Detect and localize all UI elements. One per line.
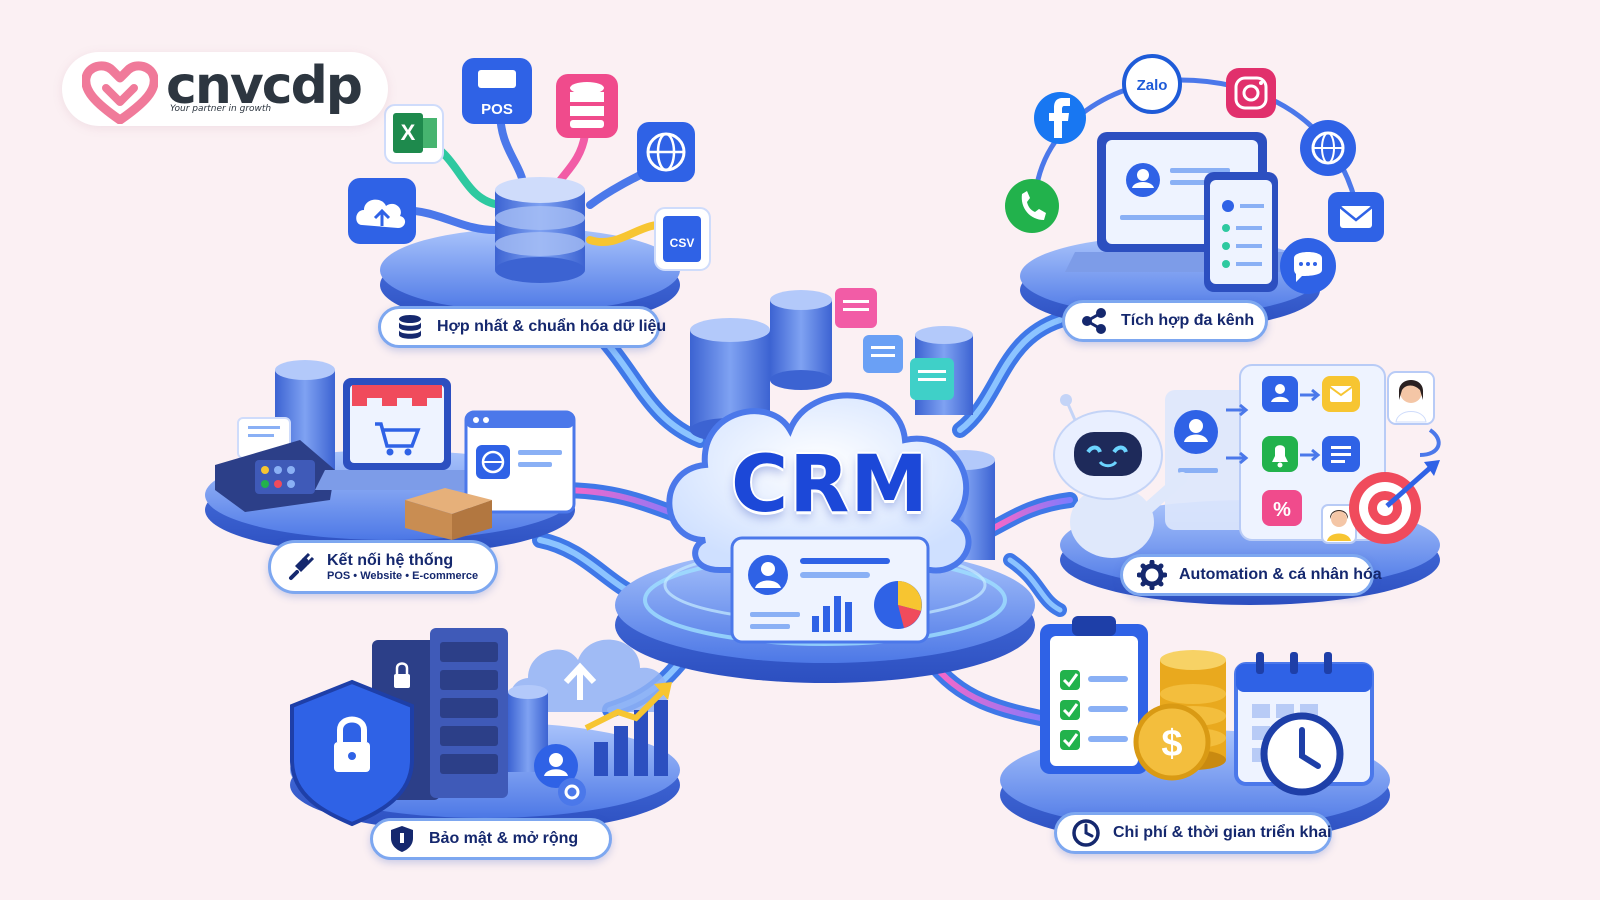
system-connection-text: Kết nối hệ thống <box>327 551 454 569</box>
pie-chart-icon <box>874 581 922 629</box>
target-icon <box>1349 460 1440 544</box>
pos-icon-label: POS <box>481 101 513 118</box>
omnichannel-text: Tích hợp đa kênh <box>1121 312 1255 329</box>
data-unification-module: X POS CSV <box>348 58 711 327</box>
brand-name: cnvcdp <box>166 56 363 116</box>
heart-logo-icon <box>82 61 158 124</box>
database-icon <box>399 315 421 339</box>
system-connection-label: Kết nối hệ thống POS • Website • E-comme… <box>268 540 498 594</box>
database-stack <box>690 290 995 560</box>
dollar-icon-label: $ <box>1161 723 1182 765</box>
shield-lock-icon <box>290 679 414 827</box>
system-connection-module <box>205 360 576 555</box>
automation-text: Automation & cá nhân hóa <box>1179 566 1382 583</box>
calendar-clock-icon <box>1234 652 1374 796</box>
plug-icon <box>289 552 315 580</box>
gear-icon <box>1137 560 1167 590</box>
cost-time-module: $ <box>1000 616 1390 845</box>
automation-label: Automation & cá nhân hóa <box>1120 554 1382 596</box>
csv-icon-label: CSV <box>670 236 695 250</box>
excel-icon-label: X <box>401 120 416 145</box>
clock-icon <box>1072 819 1100 847</box>
discount-icon <box>1262 490 1302 526</box>
coin-stack-icon: $ <box>1133 650 1226 781</box>
brand-logo: cnvcdp Your partner in growth <box>62 52 388 126</box>
cost-time-label: Chi phí & thời gian triển khai <box>1054 812 1332 854</box>
phone-icon <box>1005 179 1059 233</box>
cloud-icon <box>666 392 972 574</box>
package-box-icon <box>405 488 492 540</box>
dashboard-card <box>730 536 930 644</box>
ecommerce-laptop-icon <box>315 378 475 490</box>
omnichannel-label: Tích hợp đa kênh <box>1062 300 1268 342</box>
zalo-icon <box>1122 54 1182 114</box>
data-unification-label: Hợp nhất & chuẩn hóa dữ liệu <box>378 306 666 348</box>
pos-terminal-icon <box>215 417 335 512</box>
share-icon <box>1082 308 1106 334</box>
persona-avatar <box>1387 371 1435 425</box>
data-unification-text: Hợp nhất & chuẩn hóa dữ liệu <box>437 318 667 335</box>
cloud-scale-icon <box>510 639 668 712</box>
robot-assistant-icon <box>1053 394 1188 558</box>
omnichannel-module: Zalo <box>1005 54 1384 330</box>
checklist-icon <box>1040 616 1148 774</box>
persona-avatar-small <box>1321 504 1357 544</box>
shield-icon <box>391 826 413 852</box>
discount-icon-label: % <box>1273 499 1291 521</box>
system-connection-subtext: POS • Website • E-commerce <box>327 569 479 582</box>
growth-chart-icon <box>584 682 672 776</box>
crm-title: CRM <box>731 440 929 530</box>
bar-chart-icon <box>812 596 852 632</box>
website-window-icon <box>464 410 576 514</box>
zalo-icon-label: Zalo <box>1137 77 1168 94</box>
brand-tagline: Your partner in growth <box>170 104 272 114</box>
admin-user-icon <box>534 744 586 806</box>
instagram-icon <box>1226 68 1276 118</box>
security-label: Bảo mật & mở rộng <box>370 818 612 860</box>
security-module <box>290 628 680 833</box>
cost-time-text: Chi phí & thời gian triển khai <box>1113 824 1332 841</box>
security-text: Bảo mật & mở rộng <box>429 830 579 847</box>
crm-hub <box>615 288 1035 683</box>
